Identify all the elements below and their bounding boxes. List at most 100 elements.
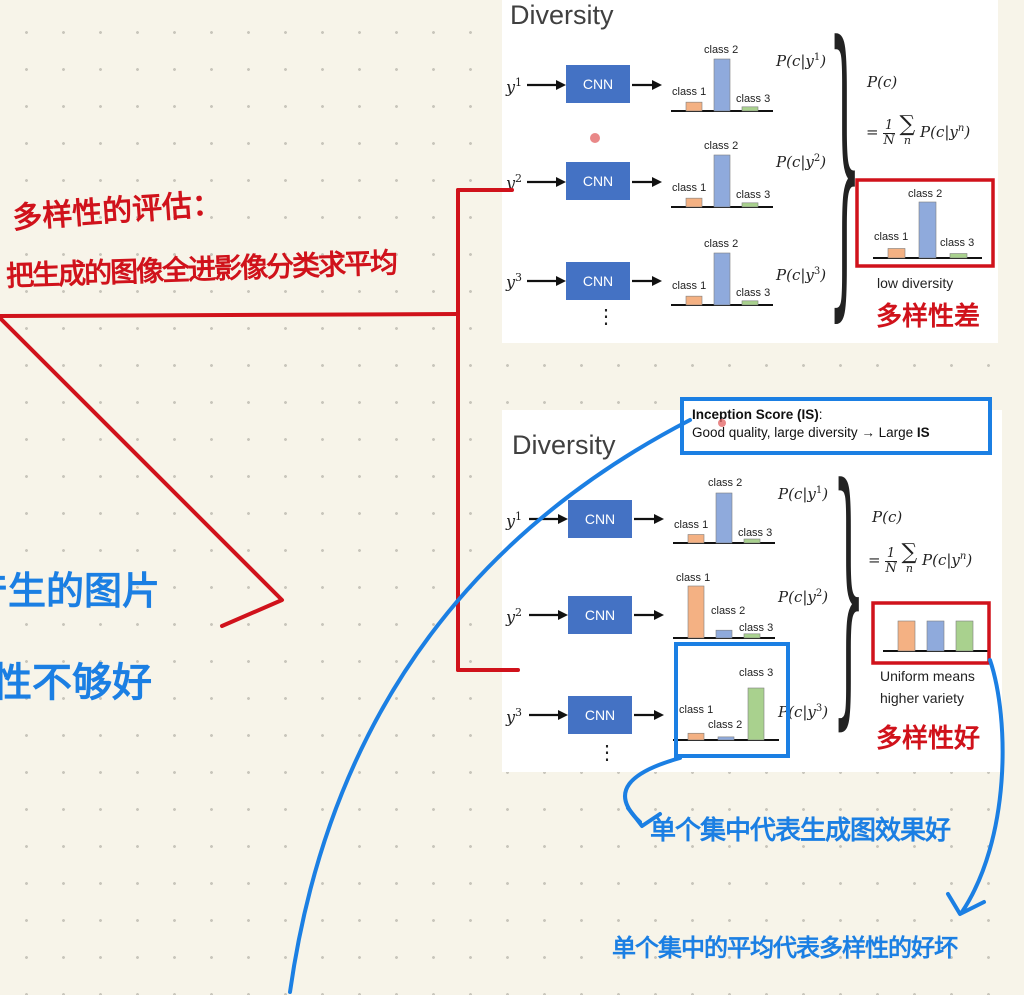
blue-box-peaked xyxy=(674,642,790,758)
bar-class2 xyxy=(713,58,731,112)
class-label: class 1 xyxy=(672,182,706,194)
uniform-caption-line2: higher variety xyxy=(880,690,965,706)
bar-class3 xyxy=(741,106,759,112)
cnn-box: CNN xyxy=(566,65,630,103)
cnn-box: CNN xyxy=(568,500,632,538)
p-c-y2-label: P(c|y2) xyxy=(778,588,829,606)
uniform-caption-line1: Uniform means xyxy=(880,668,975,684)
is-title: Inception Score (IS): xyxy=(692,407,823,422)
class-label: class 1 xyxy=(679,704,713,716)
class-label: class 1 xyxy=(672,280,706,292)
class-label: class 1 xyxy=(874,231,908,243)
arrow-input-head xyxy=(558,710,568,720)
arrow-input-head xyxy=(556,80,566,90)
bar-class1 xyxy=(685,197,703,208)
class-label: class 2 xyxy=(704,44,738,56)
bar-class3 xyxy=(741,202,759,208)
class-label: class 2 xyxy=(704,238,738,250)
arrow-output-head xyxy=(652,80,662,90)
red-box-uniform xyxy=(871,601,991,665)
bar-class1 xyxy=(685,101,703,112)
blue-arrow-head-1 xyxy=(626,806,662,828)
right-brace: } xyxy=(828,0,862,349)
ellipsis-dots: ⋮ xyxy=(597,742,617,764)
slide-title: Diversity xyxy=(512,430,616,460)
blue-arrow-curve-2 xyxy=(960,658,1005,914)
low-diversity-caption: low diversity xyxy=(877,275,954,291)
bar-class1 xyxy=(687,732,705,741)
is-description: Good quality, large diversity → Large IS xyxy=(692,425,930,440)
bar-class1 xyxy=(687,534,705,544)
p-c-y1-label: P(c|y1) xyxy=(776,52,827,70)
red-annotation-high-diversity: 多样性好 xyxy=(876,724,981,754)
right-brace: } xyxy=(832,431,866,754)
bar-class2 xyxy=(713,154,731,208)
bar-class3 xyxy=(955,620,974,652)
bar-class3 xyxy=(747,687,765,741)
red-diagonal-stroke xyxy=(0,316,284,628)
blue-long-curve xyxy=(288,418,692,994)
arrow-input-head xyxy=(558,514,568,524)
arrow-input-head xyxy=(556,276,566,286)
class-label: class 3 xyxy=(738,527,772,539)
bar-class2 xyxy=(715,492,733,544)
arrow-output-head xyxy=(654,610,664,620)
y2-label: y2 xyxy=(506,606,523,627)
y1-label: y1 xyxy=(506,510,523,531)
red-horizontal-underline xyxy=(0,312,460,318)
class-label: class 3 xyxy=(739,622,773,634)
bar-class2 xyxy=(715,629,733,639)
arrow-output-head xyxy=(654,514,664,524)
class-label: class 3 xyxy=(736,189,770,201)
class-label: class 2 xyxy=(704,140,738,152)
ellipsis-dots: ⋮ xyxy=(596,306,616,328)
bar-class1 xyxy=(687,585,705,639)
p-c-y2-label: P(c|y2) xyxy=(776,153,827,171)
arrow-input-head xyxy=(558,610,568,620)
y1-label: y1 xyxy=(506,76,523,97)
y3-label: y3 xyxy=(506,271,523,292)
bar-class1 xyxy=(685,295,703,306)
y3-label: y3 xyxy=(506,706,523,727)
cursor-dot-icon xyxy=(590,133,600,143)
arrow-output-head xyxy=(652,276,662,286)
slide-title: Diversity xyxy=(510,0,614,30)
class-label: class 3 xyxy=(736,93,770,105)
bar-class1 xyxy=(897,620,916,652)
cursor-dot-icon xyxy=(718,419,726,427)
class-label: class 1 xyxy=(674,519,708,531)
blue-annotation-average: 单个集中的平均代表多样性的好坏 xyxy=(612,934,958,962)
cnn-box: CNN xyxy=(566,262,630,300)
arrow-input-head xyxy=(556,177,566,187)
class-label: class 2 xyxy=(708,719,742,731)
bar-class2 xyxy=(926,620,945,652)
class-label: class 3 xyxy=(739,667,773,679)
bar-class3 xyxy=(743,633,761,639)
bar-class2 xyxy=(918,201,937,259)
arrow-output-head xyxy=(654,710,664,720)
red-box-low-diversity xyxy=(855,178,995,268)
cnn-box: CNN xyxy=(568,596,632,634)
p-c-y1-label: P(c|y1) xyxy=(778,485,829,503)
y2-label: y2 xyxy=(506,172,523,193)
bar-class3 xyxy=(949,253,968,259)
p-c-y3-label: P(c|y3) xyxy=(776,266,827,284)
red-annotation-low-diversity: 多样性差 xyxy=(876,302,981,332)
class-label: class 3 xyxy=(736,287,770,299)
bar-class2 xyxy=(717,736,735,741)
bar-class3 xyxy=(743,538,761,544)
class-label: class 2 xyxy=(708,477,742,489)
class-label: class 2 xyxy=(711,605,745,617)
pc-title: P(c) xyxy=(872,508,903,526)
class-label: class 1 xyxy=(676,572,710,584)
blue-annotation-left-1: 产生的图片 xyxy=(0,569,161,613)
arrow-output-head xyxy=(652,177,662,187)
bar-class3 xyxy=(741,300,759,306)
class-label: class 3 xyxy=(940,237,974,249)
slide-diversity-low: Diversity y1 CNN P(c|y1) y2 CNN P(c|y2) … xyxy=(502,0,998,343)
class-label: class 1 xyxy=(672,86,706,98)
pc-title: P(c) xyxy=(867,73,898,91)
